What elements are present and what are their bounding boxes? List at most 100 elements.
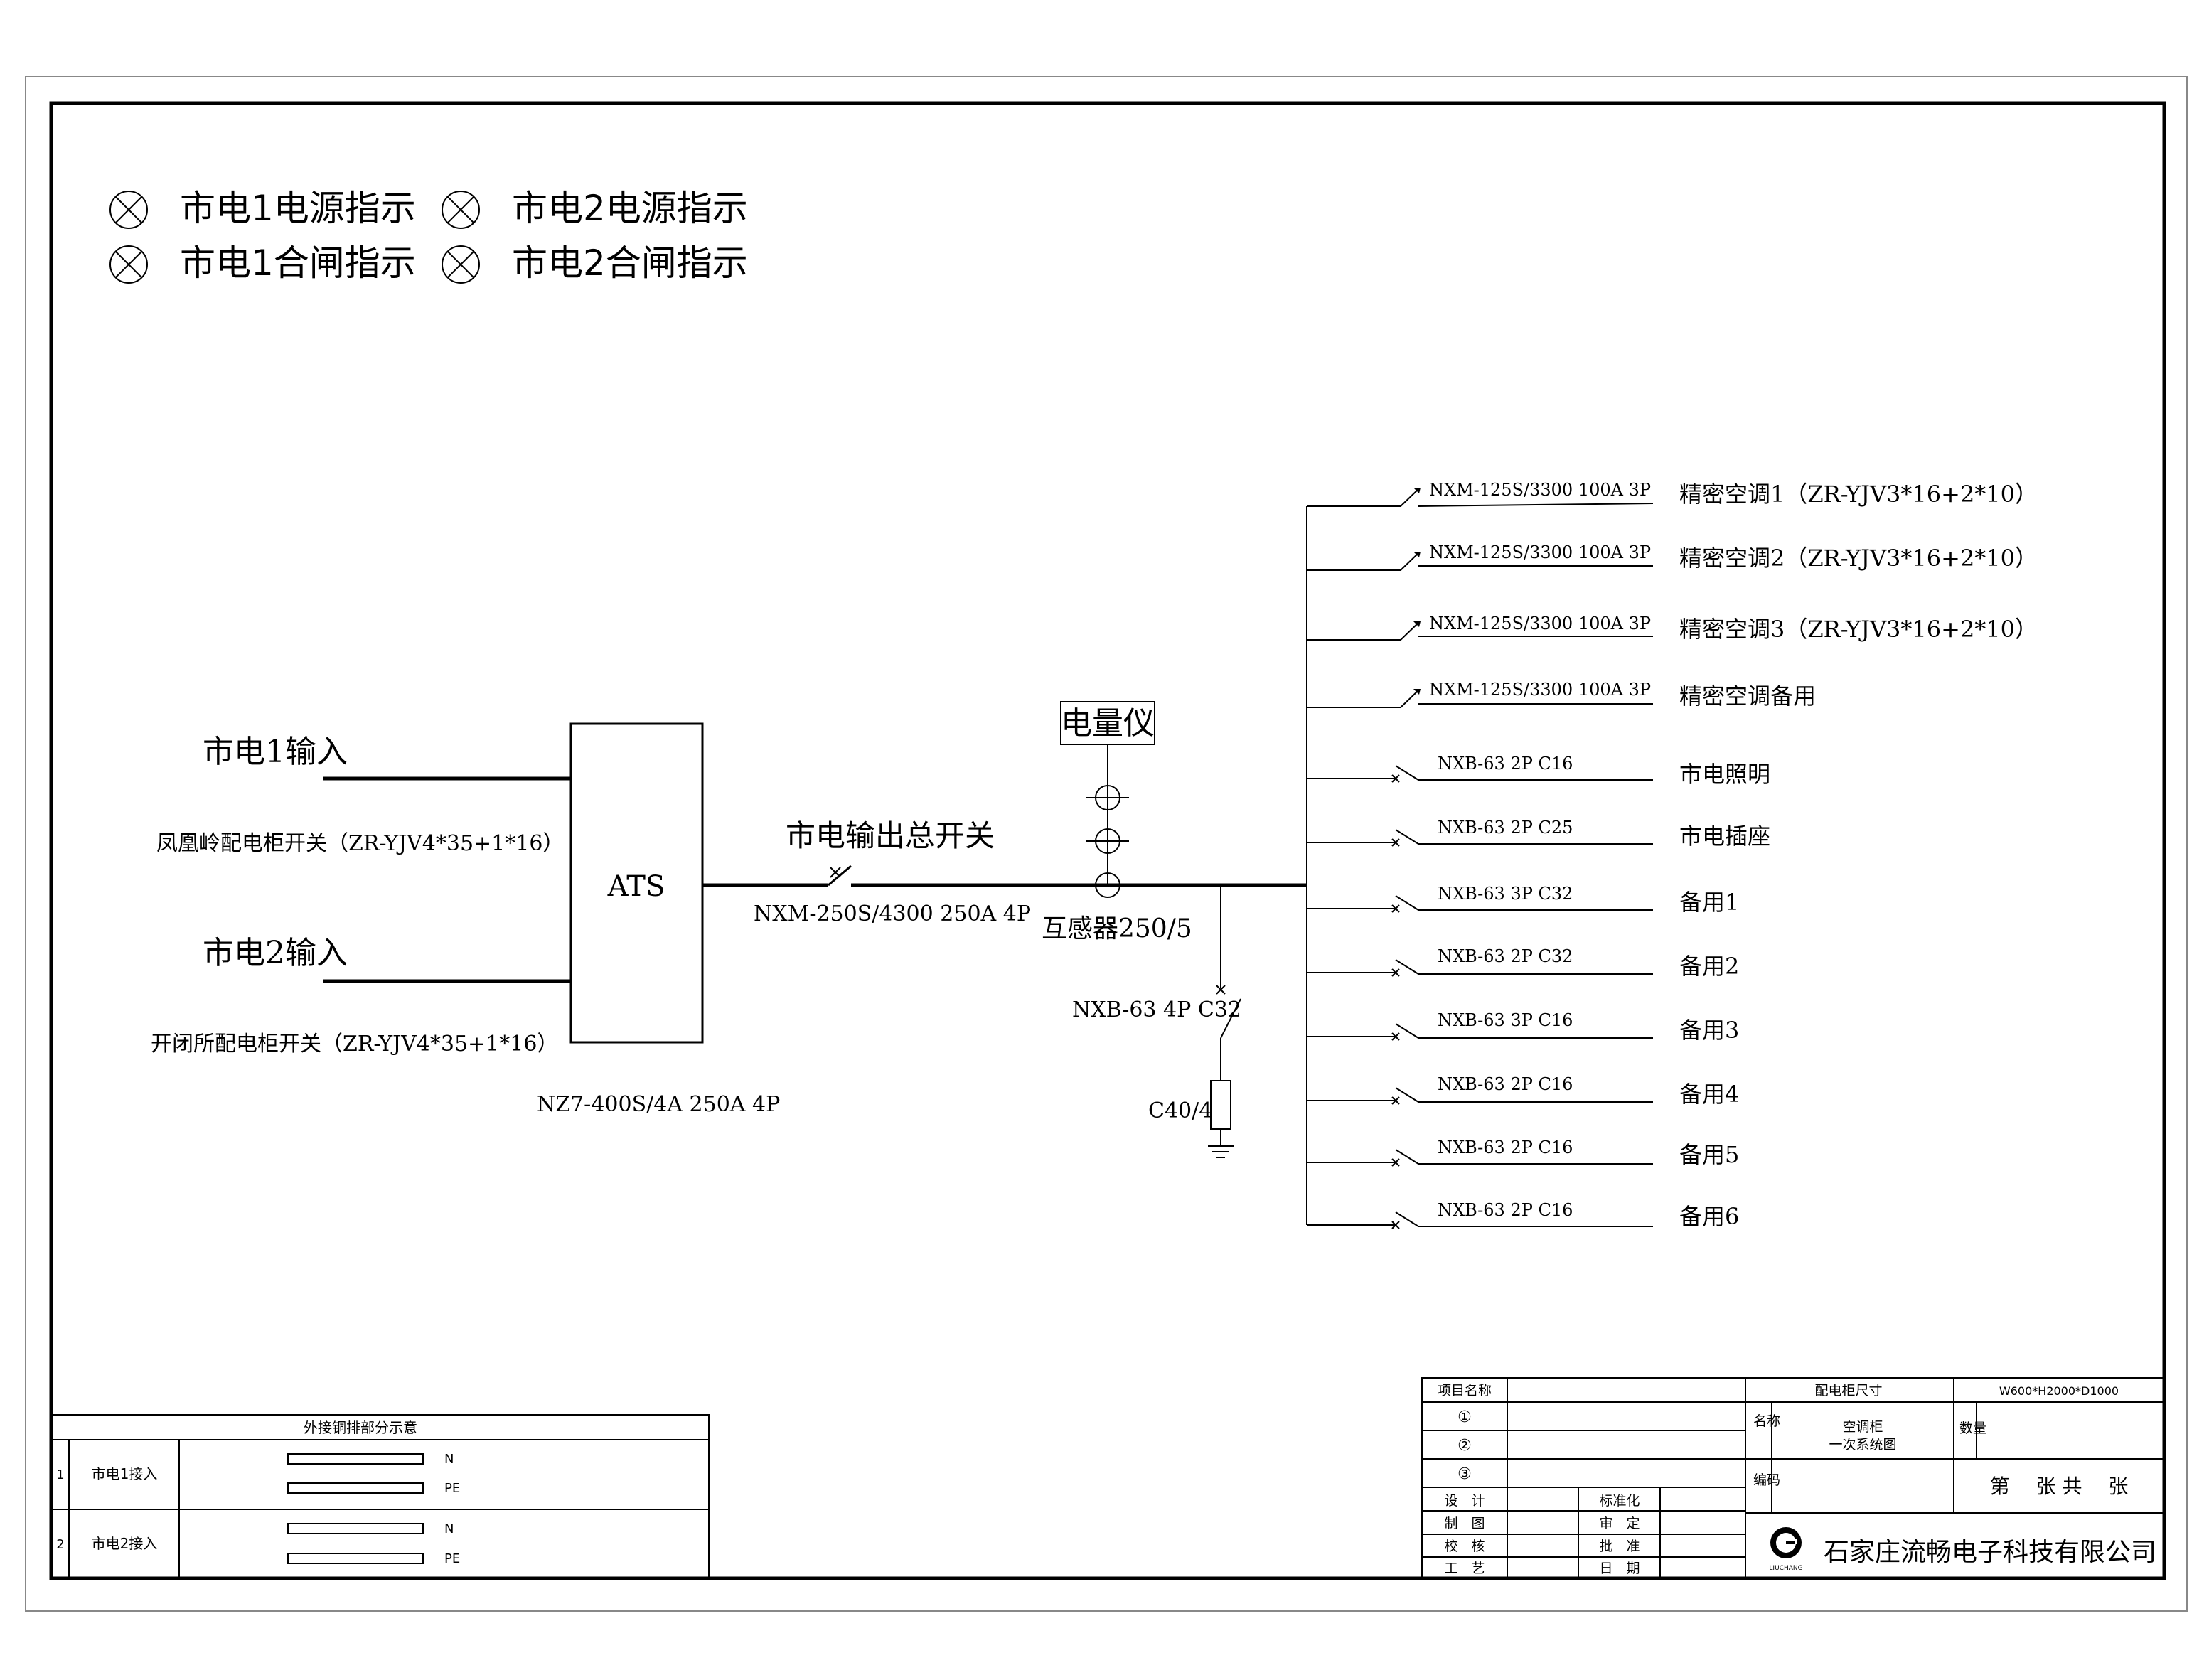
ats-label: ATS bbox=[607, 870, 665, 903]
spd-breaker-icon bbox=[1216, 985, 1241, 1039]
busbar-icon bbox=[287, 1453, 424, 1465]
branch-breaker: NXB-63 2P C16 bbox=[1438, 754, 1573, 774]
lamp-icon bbox=[109, 191, 148, 229]
ct-label: 互感器250/5 bbox=[1042, 914, 1192, 943]
branch-breaker: NXM-125S/3300 100A 3P bbox=[1429, 614, 1651, 633]
branch-breaker: NXM-125S/3300 100A 3P bbox=[1429, 480, 1651, 500]
mccb-handle-icon bbox=[1413, 488, 1421, 493]
busbar-row-name: 市电1接入 bbox=[92, 1465, 158, 1482]
process-label: 工 艺 bbox=[1444, 1561, 1485, 1576]
project-name-label: 项目名称 bbox=[1438, 1383, 1492, 1398]
branch-circuit: NXB-63 2P C16 备用5 bbox=[1307, 1138, 1739, 1168]
row-marker-3: ③ bbox=[1457, 1465, 1472, 1483]
branch-breaker: NXB-63 2P C16 bbox=[1438, 1138, 1573, 1157]
spd-arrester: C40/4 bbox=[1148, 1098, 1212, 1123]
branch-circuits: NXM-125S/3300 100A 3P 精密空调1（ZR-YJV3*16+2… bbox=[1307, 480, 2038, 1230]
branch-circuit: NXB-63 2P C16 备用4 bbox=[1307, 1074, 1739, 1108]
branch-load: 备用2 bbox=[1679, 953, 1739, 980]
branch-load: 备用4 bbox=[1679, 1081, 1739, 1108]
name-label: 名称 bbox=[1753, 1413, 1780, 1429]
branch-circuit: NXB-63 2P C32 备用2 bbox=[1307, 946, 1739, 980]
busbar-row-no: 1 bbox=[56, 1467, 64, 1482]
ct-icon bbox=[1086, 828, 1129, 854]
branch-breaker: NXB-63 2P C32 bbox=[1438, 946, 1573, 966]
branch-breaker: NXB-63 2P C16 bbox=[1438, 1200, 1573, 1220]
indicator-label: 市电2电源指示 bbox=[512, 188, 748, 229]
input2-cable: 开闭所配电柜开关（ZR-YJV4*35+1*16） bbox=[151, 1032, 558, 1056]
main-switch-icon bbox=[828, 865, 852, 887]
main-switch-model: NXM-250S/4300 250A 4P bbox=[754, 901, 1031, 926]
ct-icon bbox=[1095, 872, 1120, 898]
busbar-row-no: 2 bbox=[56, 1537, 64, 1552]
branch-breaker: NXB-63 3P C32 bbox=[1438, 884, 1573, 904]
size-label: 配电柜尺寸 bbox=[1814, 1383, 1882, 1398]
branch-circuit: NXM-125S/3300 100A 3P 精密空调1（ZR-YJV3*16+2… bbox=[1307, 480, 2038, 508]
busbar-table-title: 外接铜排部分示意 bbox=[304, 1419, 417, 1436]
arrester-icon bbox=[1210, 1080, 1231, 1130]
ct-icon bbox=[1086, 785, 1129, 810]
main-switch-label: 市电输出总开关 bbox=[786, 818, 995, 853]
approve-label: 批 准 bbox=[1599, 1539, 1640, 1554]
indicator-label: 市电2合闸指示 bbox=[512, 242, 748, 284]
spd-breaker: NXB-63 4P C32 bbox=[1072, 997, 1241, 1022]
name-value-2: 一次系统图 bbox=[1829, 1437, 1896, 1452]
row-marker-1: ① bbox=[1457, 1408, 1472, 1426]
ats-box bbox=[569, 722, 704, 1044]
outer-frame bbox=[25, 76, 2188, 1612]
branch-breaker: NXB-63 2P C25 bbox=[1438, 818, 1573, 838]
check-label: 校 核 bbox=[1444, 1539, 1485, 1554]
qty-label: 数量 bbox=[1959, 1420, 1986, 1436]
busbar-icon bbox=[287, 1523, 424, 1534]
busbar-label: N bbox=[444, 1521, 454, 1536]
mccb-handle-icon bbox=[1413, 552, 1421, 557]
mccb-handle-icon bbox=[1413, 689, 1421, 695]
branch-breaker: NXB-63 2P C16 bbox=[1438, 1074, 1573, 1094]
review-label: 审 定 bbox=[1599, 1516, 1640, 1531]
indicator-label: 市电1电源指示 bbox=[180, 188, 416, 229]
busbar-table: 外接铜排部分示意 1 市电1接入 N PE 2 市电2接入 N PE bbox=[50, 1414, 710, 1579]
inner-frame bbox=[49, 101, 2166, 1580]
branch-load: 精密空调2（ZR-YJV3*16+2*10） bbox=[1679, 545, 2038, 572]
busbar-icon bbox=[287, 1482, 424, 1494]
logo-text: LIUCHANG bbox=[1769, 1565, 1802, 1572]
branch-load: 备用6 bbox=[1679, 1203, 1739, 1230]
size-value: W600*H2000*D1000 bbox=[1999, 1384, 2119, 1398]
input1-label: 市电1输入 bbox=[203, 734, 348, 770]
branch-circuit: NXB-63 3P C32 备用1 bbox=[1307, 884, 1739, 916]
branch-load: 市电插座 bbox=[1679, 823, 1770, 850]
branch-load: 精密空调3（ZR-YJV3*16+2*10） bbox=[1679, 616, 2038, 643]
branch-circuit: NXM-125S/3300 100A 3P 精密空调2（ZR-YJV3*16+2… bbox=[1307, 542, 2038, 572]
branch-breaker: NXB-63 3P C16 bbox=[1438, 1010, 1573, 1030]
company-logo-icon bbox=[1770, 1527, 1802, 1558]
date-label: 日 期 bbox=[1599, 1561, 1640, 1576]
busbar-icon bbox=[287, 1553, 424, 1564]
branch-circuit: NXM-125S/3300 100A 3P 精密空调3（ZR-YJV3*16+2… bbox=[1307, 614, 2038, 643]
branch-load: 市电照明 bbox=[1679, 761, 1770, 788]
branch-load: 备用3 bbox=[1679, 1017, 1739, 1044]
company-name: 石家庄流畅电子科技有限公司 bbox=[1824, 1538, 2156, 1567]
sheet-text: 第 张 共 张 bbox=[1990, 1475, 2129, 1498]
indicator-legend: 市电1电源指示 市电2电源指示 市电1合闸指示 市电2合闸指示 bbox=[109, 188, 748, 284]
meter-label: 电量仪 bbox=[1061, 705, 1155, 742]
code-label: 编码 bbox=[1753, 1472, 1780, 1488]
busbar-label: PE bbox=[444, 1551, 460, 1566]
mccb-handle-icon bbox=[1413, 621, 1421, 627]
branch-breaker: NXM-125S/3300 100A 3P bbox=[1429, 680, 1651, 700]
branch-breaker: NXM-125S/3300 100A 3P bbox=[1429, 542, 1651, 562]
standard-label: 标准化 bbox=[1599, 1493, 1640, 1509]
input1-cable: 凤凰岭配电柜开关（ZR-YJV4*35+1*16） bbox=[156, 831, 564, 856]
lamp-icon bbox=[442, 245, 480, 284]
branch-circuit: NXB-63 2P C16 备用6 bbox=[1307, 1200, 1739, 1230]
branch-circuit: NXB-63 3P C16 备用3 bbox=[1307, 1010, 1739, 1044]
row-marker-2: ② bbox=[1457, 1437, 1472, 1455]
branch-load: 精密空调1（ZR-YJV3*16+2*10） bbox=[1679, 481, 2038, 508]
input2-label: 市电2输入 bbox=[203, 935, 348, 971]
busbar-label: N bbox=[444, 1452, 454, 1467]
drawing-label: 制 图 bbox=[1444, 1516, 1485, 1531]
branch-circuit: NXB-63 2P C25 市电插座 bbox=[1307, 818, 1770, 850]
title-block: 项目名称 ① ② ③ 配电柜尺寸 W600*H2000*D1000 名称 空调柜… bbox=[1421, 1377, 2165, 1579]
lamp-icon bbox=[442, 191, 480, 229]
branch-circuit: NXB-63 2P C16 市电照明 bbox=[1307, 754, 1770, 788]
ats-model: NZ7-400S/4A 250A 4P bbox=[537, 1092, 780, 1117]
